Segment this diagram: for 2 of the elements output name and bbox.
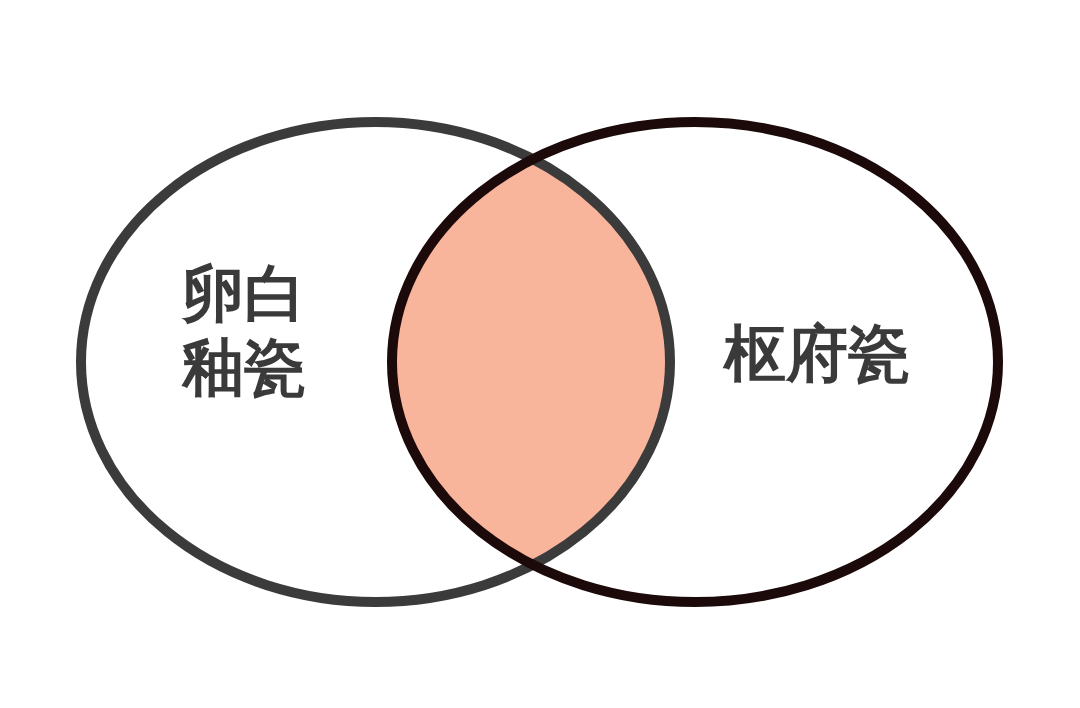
set-label: 枢府瓷 — [724, 317, 910, 391]
set-label: 卵白釉瓷 — [181, 257, 307, 405]
